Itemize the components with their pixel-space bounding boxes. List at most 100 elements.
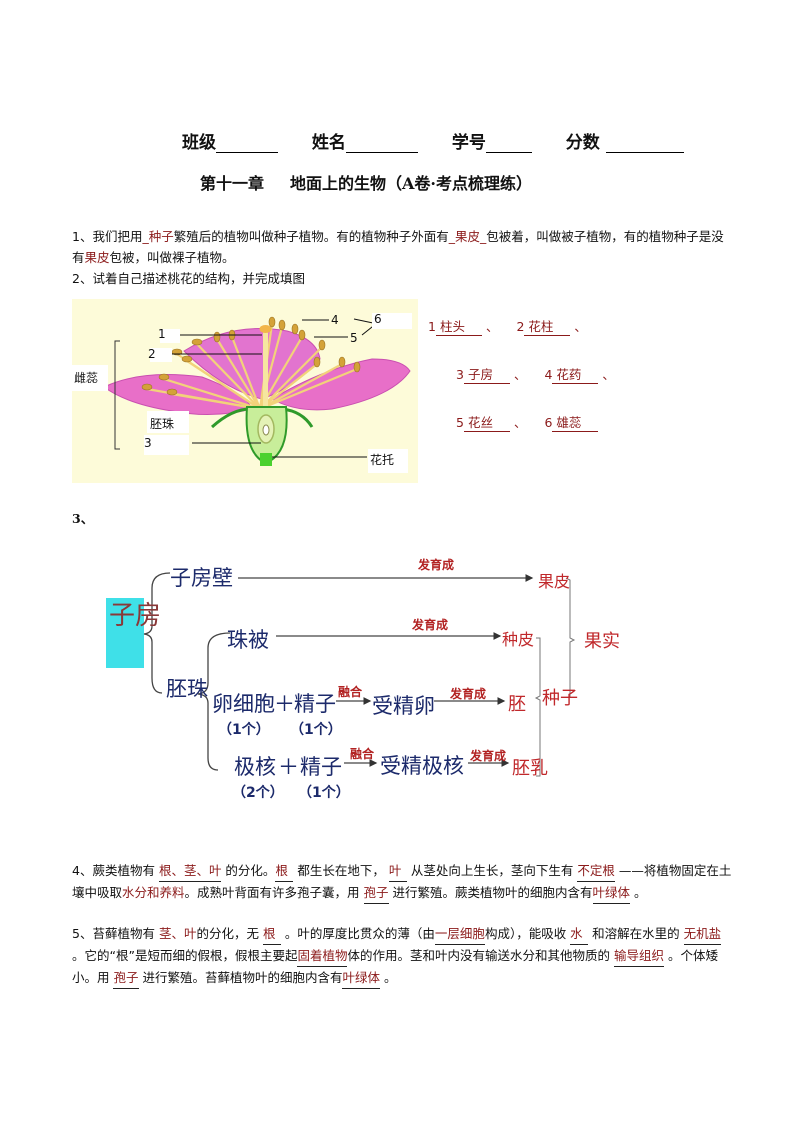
answer-5-blank[interactable]: 花丝 <box>463 412 510 432</box>
question-1: 1、我们把用_种子繁殖后的植物叫做种子植物。有的植物种子外面有_果皮_包被着，叫… <box>72 226 732 268</box>
answer-1-blank[interactable]: 柱头 <box>435 316 482 336</box>
develop-label-1: 发育成 <box>418 558 455 572</box>
question-2-prompt: 2、试着自己描述桃花的结构，并完成填图 <box>72 271 305 286</box>
polar-count: （2个） <box>232 785 284 801</box>
plus-2: ＋ <box>278 755 299 779</box>
receptacle <box>260 453 272 466</box>
polar-nuclei-node: 极核 <box>234 755 276 779</box>
seed-bracket <box>534 637 541 777</box>
question-text: 进行繁殖。苔藓植物叶的细胞内含有 <box>138 970 343 985</box>
develop-label-2: 发育成 <box>412 618 449 632</box>
answer-blank[interactable]: 果皮 <box>84 250 110 265</box>
chapter-title: 地面上的生物（A卷·考点梳理练） <box>290 174 533 193</box>
page-title: 第十一章地面上的生物（A卷·考点梳理练） <box>200 170 532 194</box>
ovary-bracket <box>143 572 171 694</box>
ovary-box <box>106 598 144 668</box>
answer-blank[interactable]: 叶绿体 <box>592 882 631 904</box>
class-blank[interactable] <box>216 134 278 153</box>
question-text: 进行繁殖。蕨类植物叶的细胞内含有 <box>388 885 593 900</box>
sperm-count-2: （1个） <box>298 785 350 801</box>
student-id-blank[interactable] <box>485 134 532 153</box>
filaments <box>146 323 358 411</box>
question-text: 体的作用。茎和叶内没有输送水分和其他物质的 <box>347 948 614 963</box>
answer-blank[interactable]: 水分和养料 <box>122 885 185 900</box>
pericarp-node: 果皮 <box>538 572 571 591</box>
question-text: 都生长在地下， <box>293 863 389 878</box>
flower-illustration <box>72 313 412 473</box>
question-text: 。 <box>380 970 397 985</box>
egg-cell-node: 卵细胞 <box>212 692 275 716</box>
label-2: 2 <box>148 347 156 361</box>
question-4: 4、蕨类植物有 根、茎、叶 的分化。根 都生长在地下， 叶 从茎处向上生长，茎向… <box>72 860 732 904</box>
class-label: 班级 <box>182 133 216 153</box>
question-text: 1、我们把用 <box>72 229 143 244</box>
question-text: 的分化。 <box>221 863 276 878</box>
plus-1: ＋ <box>274 692 295 716</box>
answer-blank[interactable]: 无机盐 <box>683 923 722 945</box>
answer-blank[interactable]: 茎、叶 <box>158 926 197 941</box>
fruit-bracket <box>565 577 576 698</box>
answer-blank[interactable]: 孢子 <box>363 882 389 904</box>
answer-blank[interactable]: 根、茎、叶 <box>158 860 222 882</box>
fruit-node: 果实 <box>584 631 620 652</box>
name-blank[interactable] <box>345 134 418 153</box>
score-blank[interactable] <box>605 134 684 153</box>
ovary-development-diagram: 子房 子房壁 胚珠 珠被 卵细胞 ＋ 精子 （1个） （1个） 极核 ＋ 精子 … <box>100 548 660 813</box>
ovule-node: 胚珠 <box>166 677 208 701</box>
sperm-count-1: （1个） <box>290 722 342 738</box>
student-id-field: 学号 <box>452 128 532 153</box>
stigma <box>259 325 272 333</box>
zygote-node: 受精卵 <box>372 694 435 718</box>
style <box>263 329 268 409</box>
answer-2-blank[interactable]: 花柱 <box>524 316 571 336</box>
sperm-node-1: 精子 <box>294 692 336 716</box>
question-3-number: 3、 <box>72 511 94 526</box>
answer-blank[interactable]: 叶 <box>388 860 407 882</box>
answer-blank[interactable]: 水 <box>570 923 589 945</box>
label-3: 3 <box>144 436 152 450</box>
student-id-label: 学号 <box>451 133 486 153</box>
label-ovule: 胚珠 <box>150 417 175 431</box>
ovule-bracket <box>197 632 231 771</box>
embryo-node: 胚 <box>508 694 526 715</box>
answer-blank[interactable]: _种子 <box>142 229 174 244</box>
answer-blank[interactable]: 不定根 <box>577 860 615 882</box>
answer-blank[interactable]: 一层细胞 <box>434 923 485 945</box>
petal-back <box>183 328 321 400</box>
answer-4-blank[interactable]: 花药 <box>552 364 599 384</box>
answer-blank[interactable]: 根 <box>262 923 281 945</box>
label-6: 6 <box>374 312 382 326</box>
question-text: 。 <box>630 885 647 900</box>
answer-blank[interactable]: 根 <box>275 860 294 882</box>
answer-blank[interactable]: _果皮_ <box>448 229 487 244</box>
answer-blank[interactable]: 输导组织 <box>613 945 664 967</box>
score-field: 分数 <box>566 128 684 153</box>
question-text: 4、蕨类植物有 <box>72 863 159 878</box>
ovary-wall-node: 子房壁 <box>170 566 233 590</box>
student-info-header: 班级 姓名 学号 分数 <box>182 128 712 153</box>
develop-label-4: 发育成 <box>470 749 507 763</box>
answer-blank[interactable]: 孢子 <box>113 967 139 989</box>
score-label: 分数 <box>565 133 600 153</box>
fuse-label-2: 融合 <box>350 747 375 761</box>
egg-count: （1个） <box>218 722 270 738</box>
answer-blank[interactable]: 固着植物 <box>297 945 348 967</box>
label-pistil: 雌蕊 <box>74 371 99 385</box>
question-text: 的分化，无 <box>196 926 263 941</box>
name-field: 姓名 <box>312 128 418 153</box>
question-5: 5、苔藓植物有 茎、叶的分化，无 根 。叶的厚度比贯众的薄（由一层细胞构成），能… <box>72 923 732 989</box>
answer-3-blank[interactable]: 子房 <box>463 364 510 384</box>
pistil-bracket <box>114 340 120 450</box>
question-text: 从茎处向上生长，茎向下生有 <box>406 863 578 878</box>
question-text: 和溶解在水里的 <box>588 926 684 941</box>
answer-6-blank[interactable]: 雄蕊 <box>552 412 599 432</box>
question-text: 繁殖后的植物叫做种子植物。有的植物种子外面有 <box>173 229 449 244</box>
answer-blank[interactable]: 叶绿体 <box>342 967 380 989</box>
